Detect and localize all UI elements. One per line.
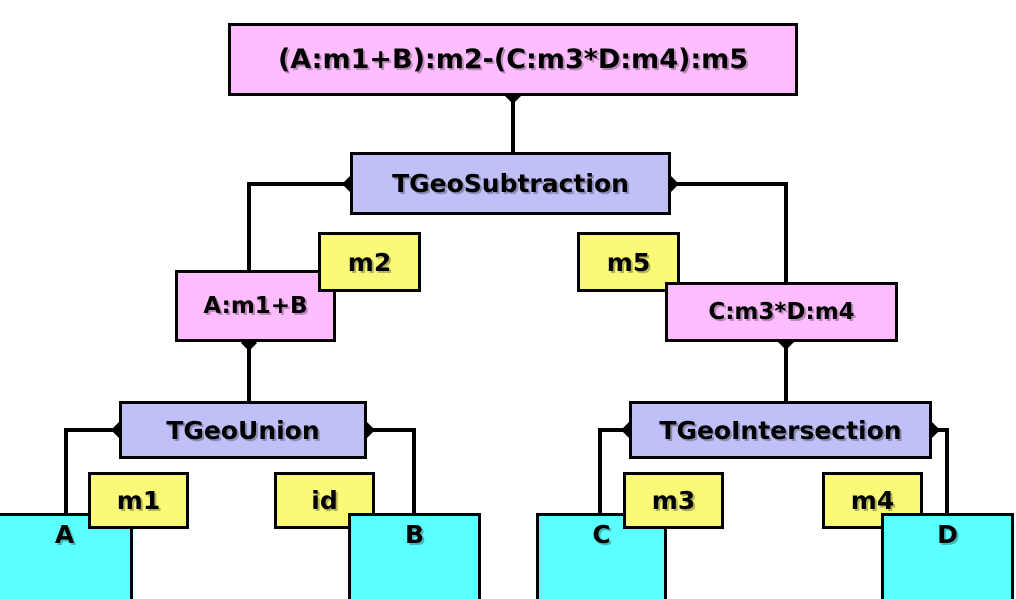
left-expression-box[interactable]: A:m1+B (175, 270, 336, 342)
node-tgeosubtraction[interactable]: TGeoSubtraction (350, 152, 671, 215)
shape-box-b[interactable]: B (348, 513, 481, 599)
root-expression-box[interactable]: (A:m1+B):m2-(C:m3*D:m4):m5 (228, 23, 798, 96)
matrix-box-m3[interactable]: m3 (623, 472, 724, 529)
matrix-box-m5[interactable]: m5 (577, 232, 680, 292)
right-expression-box[interactable]: C:m3*D:m4 (665, 282, 898, 342)
matrix-box-m2[interactable]: m2 (318, 232, 421, 292)
node-tgeounion[interactable]: TGeoUnion (119, 401, 367, 459)
shape-box-d[interactable]: D (881, 513, 1014, 599)
matrix-box-m1[interactable]: m1 (88, 472, 189, 529)
node-tgeointersection[interactable]: TGeoIntersection (629, 401, 932, 459)
